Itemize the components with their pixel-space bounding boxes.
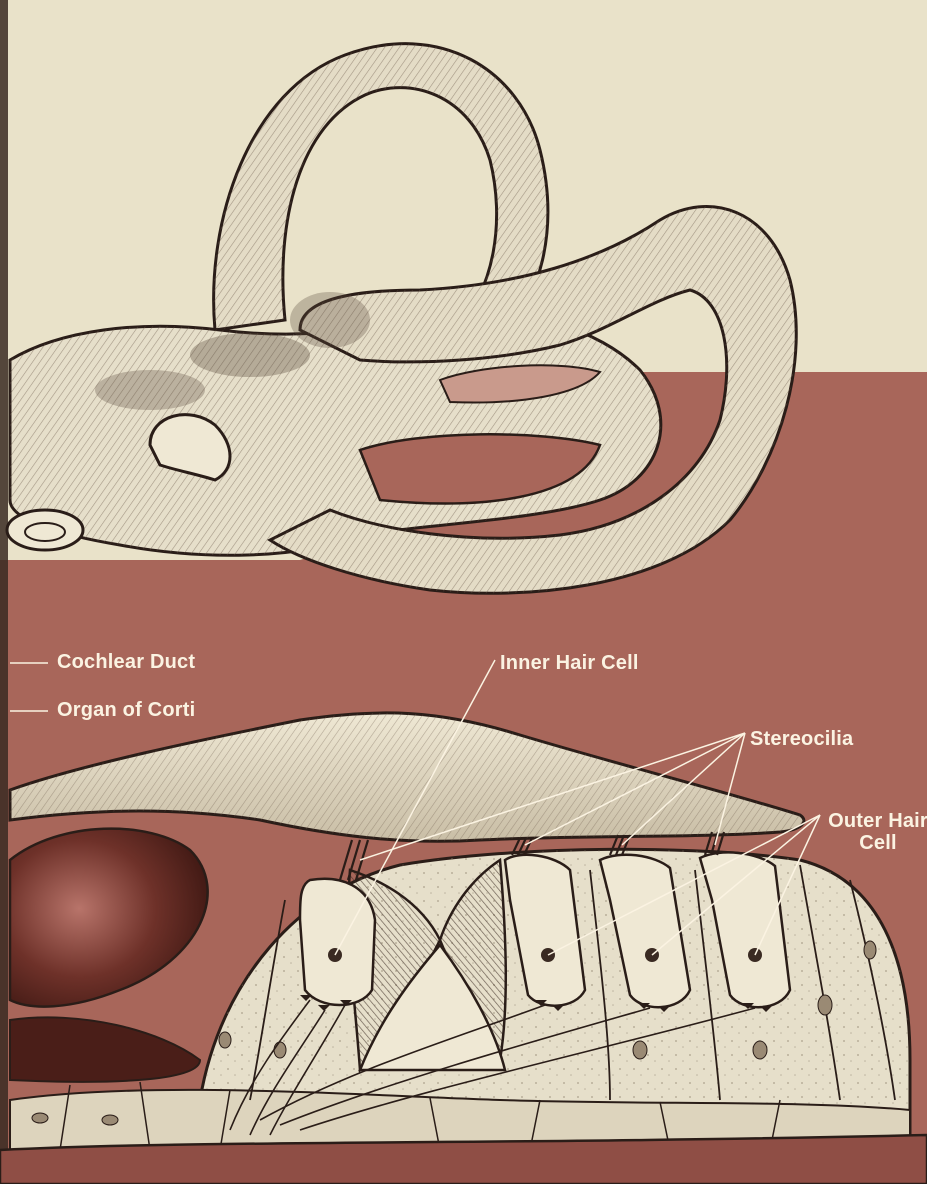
- label-cochlear-duct: Cochlear Duct: [57, 651, 195, 673]
- label-stereocilia: Stereocilia: [750, 728, 853, 750]
- inner-hair-cell-body: [300, 879, 375, 1005]
- label-inner-hair-cell: Inner Hair Cell: [500, 652, 639, 674]
- label-outer-hair-cell-line1: Outer Hair: [823, 810, 927, 832]
- round-window: [7, 510, 83, 550]
- label-outer-hair-cell-line2: Cell: [823, 832, 927, 854]
- label-organ-of-corti: Organ of Corti: [57, 699, 195, 721]
- left-edge-strip: [0, 0, 8, 1184]
- label-outer-hair-cell: Outer Hair Cell: [823, 810, 927, 854]
